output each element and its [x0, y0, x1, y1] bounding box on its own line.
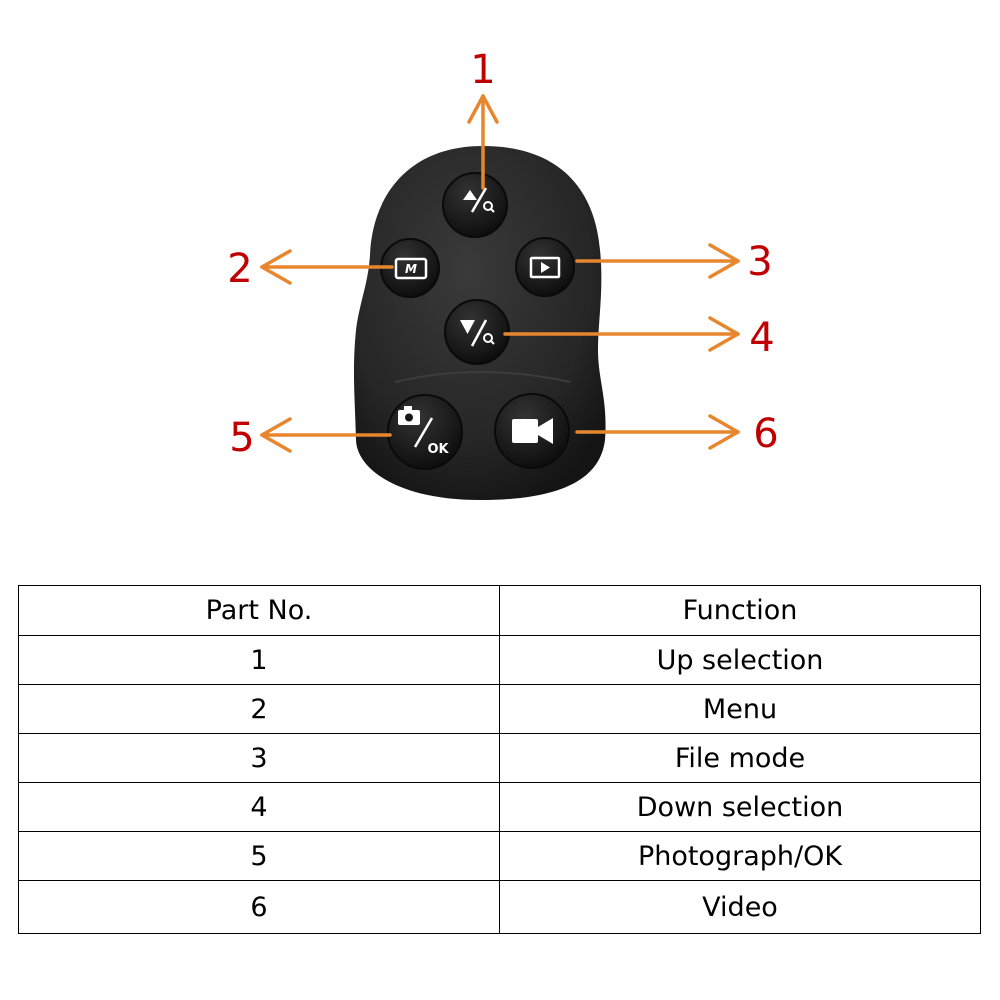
header-part-no: Part No. — [18, 585, 500, 636]
function-cell: Menu — [499, 684, 981, 734]
file-mode-button[interactable] — [515, 237, 575, 297]
part-no-cell: 1 — [18, 635, 500, 685]
zoom-in-icon — [483, 201, 493, 211]
table-row: 5 Photograph/OK — [18, 831, 981, 881]
part-no-cell: 5 — [18, 831, 500, 881]
function-cell: Down selection — [499, 782, 981, 832]
part-no-cell: 4 — [18, 782, 500, 832]
callout-1: 1 — [470, 47, 495, 93]
parts-table: Part No. Function 1 Up selection 2 Menu … — [18, 585, 981, 934]
callout-3: 3 — [747, 239, 772, 285]
function-cell: Up selection — [499, 635, 981, 685]
table-header-row: Part No. Function — [18, 585, 981, 636]
menu-icon — [394, 257, 428, 280]
callout-4: 4 — [749, 315, 774, 361]
up-zoom-button[interactable] — [442, 172, 508, 238]
table-row: 2 Menu — [18, 684, 981, 734]
function-cell: Photograph/OK — [499, 831, 981, 881]
down-zoom-button[interactable] — [444, 299, 510, 365]
zoom-out-icon — [483, 333, 493, 343]
callout-6: 6 — [753, 411, 778, 457]
function-cell: Video — [499, 880, 981, 934]
table-row: 4 Down selection — [18, 782, 981, 832]
arrow-3 — [575, 243, 740, 279]
callout-5: 5 — [229, 415, 254, 461]
video-button[interactable] — [494, 393, 570, 469]
arrow-6 — [575, 414, 740, 450]
table-row: 6 Video — [18, 880, 981, 934]
camera-icon — [398, 406, 420, 425]
table-row: 3 File mode — [18, 733, 981, 783]
remote-divider — [394, 371, 571, 383]
callout-2: 2 — [227, 246, 252, 292]
arrow-4 — [503, 316, 740, 352]
playback-icon — [529, 256, 561, 279]
arrow-5 — [260, 417, 392, 453]
down-triangle-icon — [460, 320, 475, 334]
part-no-cell: 3 — [18, 733, 500, 783]
arrow-1 — [467, 94, 499, 190]
part-no-cell: 6 — [18, 880, 500, 934]
menu-button[interactable]: M — [380, 238, 440, 298]
ok-glyph: OK — [427, 442, 449, 457]
part-no-cell: 2 — [18, 684, 500, 734]
table-row: 1 Up selection — [18, 635, 981, 685]
menu-glyph: M — [405, 262, 417, 276]
photograph-ok-button[interactable]: OK — [387, 394, 463, 470]
function-cell: File mode — [499, 733, 981, 783]
arrow-2 — [260, 249, 394, 285]
remote-diagram: M OK — [227, 47, 779, 500]
header-function: Function — [499, 585, 981, 636]
up-triangle-icon — [463, 190, 477, 200]
video-camera-icon — [512, 418, 553, 444]
